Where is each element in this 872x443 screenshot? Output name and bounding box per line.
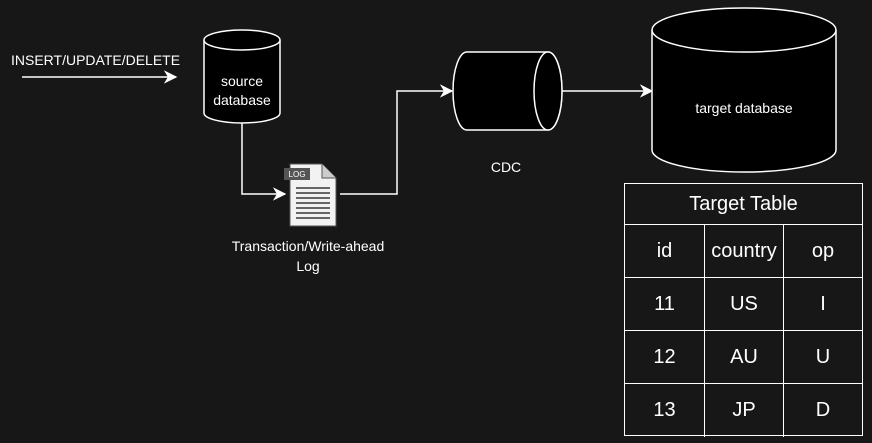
cell-op: D bbox=[815, 399, 831, 421]
cdc-label: CDC bbox=[490, 159, 522, 175]
cell-country: JP bbox=[705, 384, 784, 437]
log-document-icon bbox=[284, 163, 337, 227]
cell-id: 13 bbox=[625, 384, 705, 437]
target-table-title: Target Table bbox=[625, 184, 862, 225]
cdc-cylinder bbox=[452, 51, 563, 131]
cell-op: U bbox=[815, 345, 831, 368]
cell-op: I bbox=[820, 292, 826, 315]
target-db-label: target database bbox=[695, 100, 793, 116]
table-row: 11 US I bbox=[625, 278, 862, 331]
source-to-log-arrow bbox=[241, 123, 287, 201]
table-row: 12 AU U bbox=[625, 331, 862, 384]
log-caption-line1: Transaction/Write-ahead bbox=[231, 238, 385, 254]
table-header-row: id country op bbox=[625, 225, 862, 278]
cell-id: 11 bbox=[625, 278, 705, 330]
operations-label: INSERT/UPDATE/DELETE bbox=[11, 52, 181, 68]
cell-country: AU bbox=[705, 331, 784, 383]
source-database-cylinder bbox=[203, 29, 281, 124]
source-db-label-line2: database bbox=[213, 92, 271, 108]
header-country: country bbox=[705, 225, 784, 277]
log-icon-tag: LOG bbox=[289, 170, 306, 179]
table-row: 13 JP D bbox=[625, 384, 862, 437]
source-db-label-line1: source bbox=[220, 73, 264, 89]
header-id: id bbox=[625, 225, 705, 277]
cell-country: US bbox=[705, 278, 784, 330]
log-caption-line2: Log bbox=[296, 258, 320, 274]
target-table: Target Table id country op 11 US I 12 AU… bbox=[624, 183, 863, 437]
target-database-cylinder bbox=[651, 7, 837, 173]
header-op: op bbox=[811, 239, 835, 262]
log-to-cdc-arrow bbox=[340, 84, 454, 195]
cell-id: 12 bbox=[625, 331, 705, 383]
